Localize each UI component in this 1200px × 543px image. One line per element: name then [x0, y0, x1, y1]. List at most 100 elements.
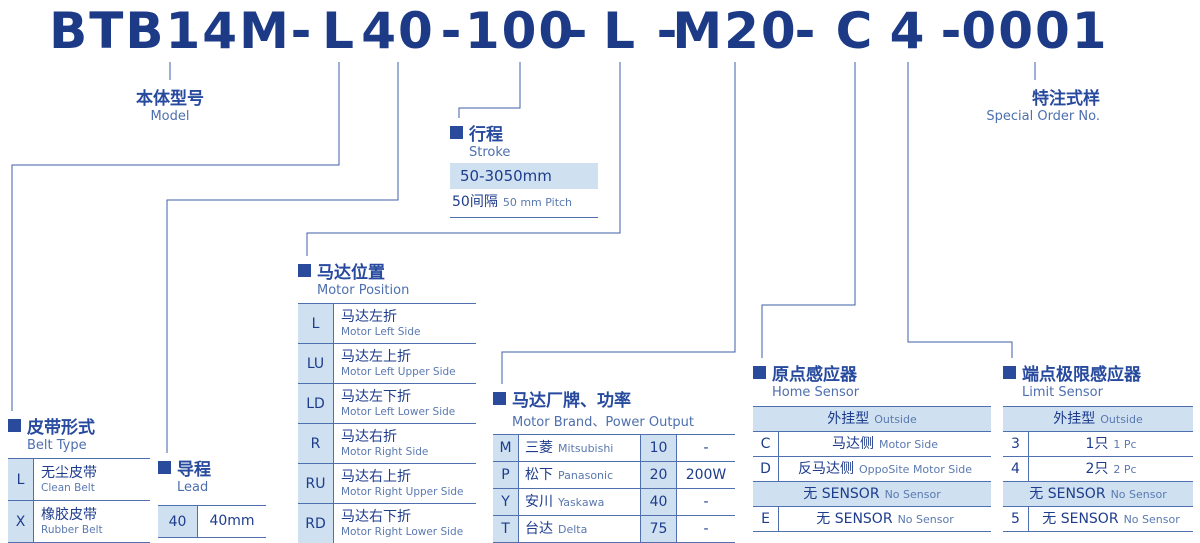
limit-sensor-table: 外挂型 Outside 3 1只 1 Pc 4 2只 2 Pc 无 SENSOR… [1003, 406, 1193, 532]
power-value: - [703, 494, 709, 510]
motor-position-zh: 马达右下折 [341, 509, 411, 526]
belt-type-heading: 皮带形式 Belt Type [8, 413, 95, 453]
model-segment-motor-position: L [603, 2, 637, 60]
home-sensor-heading-en: Home Sensor [772, 385, 860, 400]
table-row: T 台达 Delta 75 - [493, 516, 735, 543]
model-separator: - [940, 2, 964, 60]
group-label-en: No Sensor [1110, 487, 1167, 501]
group-label-zh: 外挂型 [827, 410, 870, 427]
motor-brand-zh: 松下 [525, 466, 553, 483]
model-segment-stroke: 100 [464, 2, 576, 60]
motor-brand-zh: 三菱 [525, 439, 553, 456]
stroke-heading-zh: 行程 [469, 125, 503, 145]
motor-position-zh: 马达左折 [341, 309, 397, 326]
motor-brand-en: Panasonic [558, 468, 614, 482]
motor-position-zh: 马达右折 [341, 429, 397, 446]
model-separator: - [794, 2, 818, 60]
home-sensor-en: Motor Side [878, 437, 939, 451]
group-label-zh: 无 SENSOR [1029, 485, 1106, 502]
model-segment-home-sensor: C [835, 2, 875, 60]
table-row: M 三菱 Mitsubishi 10 - [493, 435, 735, 462]
motor-brand-heading-zh: 马达厂牌、功率 [512, 391, 631, 411]
power-code: 75 [641, 516, 677, 542]
table-row: RD 马达右下折 Motor Right Lower Side [298, 504, 476, 543]
stroke-heading-en: Stroke [469, 145, 511, 160]
motor-brand-en: Mitsubishi [558, 441, 614, 455]
model-label: 本体型号 Model [95, 84, 245, 124]
home-sensor-en: No Sensor [897, 512, 954, 526]
model-segment-limit-sensor: 4 [889, 2, 927, 60]
power-code: 20 [641, 462, 677, 488]
motor-position-en: Motor Right Lower Side [341, 525, 464, 538]
limit-sensor-code: 4 [1003, 457, 1029, 481]
power-code: 10 [641, 435, 677, 461]
belt-type-en: Rubber Belt [41, 523, 103, 536]
home-sensor-group-outside: 外挂型 Outside [753, 407, 991, 432]
table-row: L 马达左折 Motor Left Side [298, 304, 476, 344]
group-label-zh: 外挂型 [1053, 410, 1096, 427]
home-sensor-code: D [753, 457, 779, 481]
special-order-label: 特注式样 Special Order No. [955, 84, 1100, 124]
motor-position-table: L 马达左折 Motor Left Side LU 马达左上折 Motor Le… [298, 303, 476, 543]
motor-position-code: LU [298, 344, 334, 383]
home-sensor-zh: 马达侧 [831, 435, 874, 452]
model-segment-motor-brand: M20 [672, 2, 798, 60]
belt-type-zh: 橡胶皮带 [41, 507, 97, 524]
motor-brand-code: P [493, 462, 519, 488]
belt-type-table: L 无尘皮带 Clean Belt X 橡胶皮带 Rubber Belt [8, 458, 150, 543]
motor-position-en: Motor Right Upper Side [341, 485, 464, 498]
motor-brand-en: Yaskawa [558, 495, 605, 509]
motor-brand-code: Y [493, 489, 519, 515]
motor-position-code: R [298, 424, 334, 463]
limit-sensor-code: 3 [1003, 432, 1029, 456]
limit-sensor-heading-en: Limit Sensor [1022, 385, 1103, 400]
motor-position-heading-en: Motor Position [317, 283, 410, 298]
motor-brand-zh: 安川 [525, 493, 553, 510]
model-segment-special-order: 0001 [961, 2, 1109, 60]
group-label-zh: 无 SENSOR [803, 485, 880, 502]
table-row: 4 2只 2 Pc [1003, 457, 1193, 482]
model-segment-belt: L [322, 2, 356, 60]
group-label-en: Outside [874, 412, 917, 426]
lead-value: 40mm [209, 513, 255, 530]
model-separator: - [290, 2, 314, 60]
limit-sensor-heading-zh: 端点极限感应器 [1022, 365, 1141, 385]
motor-brand-heading-en: Motor Brand、Power Output [512, 415, 695, 430]
belt-type-heading-zh: 皮带形式 [27, 418, 95, 438]
table-row: Y 安川 Yaskawa 40 - [493, 489, 735, 516]
table-row: E 无 SENSOR No Sensor [753, 507, 991, 532]
group-label-en: No Sensor [884, 487, 941, 501]
limit-sensor-en: No Sensor [1123, 512, 1180, 526]
belt-type-zh: 无尘皮带 [41, 465, 97, 482]
table-row: 40 40mm [158, 506, 266, 538]
special-order-label-en: Special Order No. [986, 109, 1100, 124]
section-bullet-icon [298, 264, 311, 277]
motor-brand-heading: 马达厂牌、功率 Motor Brand、Power Output [493, 386, 694, 430]
model-segment-body: BTB14M [49, 2, 291, 60]
limit-sensor-group-none: 无 SENSOR No Sensor [1003, 482, 1193, 507]
stroke-pitch-zh: 50间隔 [452, 194, 498, 210]
home-sensor-zh: 无 SENSOR [816, 510, 893, 527]
stroke-pitch-en: 50 mm Pitch [502, 196, 573, 209]
lead-table: 40 40mm [158, 505, 266, 538]
limit-sensor-en: 2 Pc [1113, 462, 1137, 476]
motor-position-en: Motor Right Side [341, 445, 429, 458]
table-row: C 马达侧 Motor Side [753, 432, 991, 457]
motor-brand-code: M [493, 435, 519, 461]
limit-sensor-en: 1 Pc [1113, 437, 1137, 451]
stroke-pitch: 50间隔 50 mm Pitch [450, 190, 598, 218]
lead-heading: 导程 Lead [158, 455, 211, 495]
section-bullet-icon [158, 461, 171, 474]
motor-position-zh: 马达右上折 [341, 469, 411, 486]
table-row: X 橡胶皮带 Rubber Belt [8, 501, 150, 543]
model-segment-lead: 40 [361, 2, 435, 60]
motor-brand-zh: 台达 [525, 520, 553, 537]
power-value: - [703, 440, 709, 456]
motor-position-code: RU [298, 464, 334, 503]
special-order-label-zh: 特注式样 [1032, 89, 1100, 109]
motor-position-code: RD [298, 504, 334, 543]
limit-sensor-zh: 1只 [1085, 435, 1109, 452]
belt-type-heading-en: Belt Type [27, 438, 87, 453]
motor-position-heading-zh: 马达位置 [317, 263, 385, 283]
